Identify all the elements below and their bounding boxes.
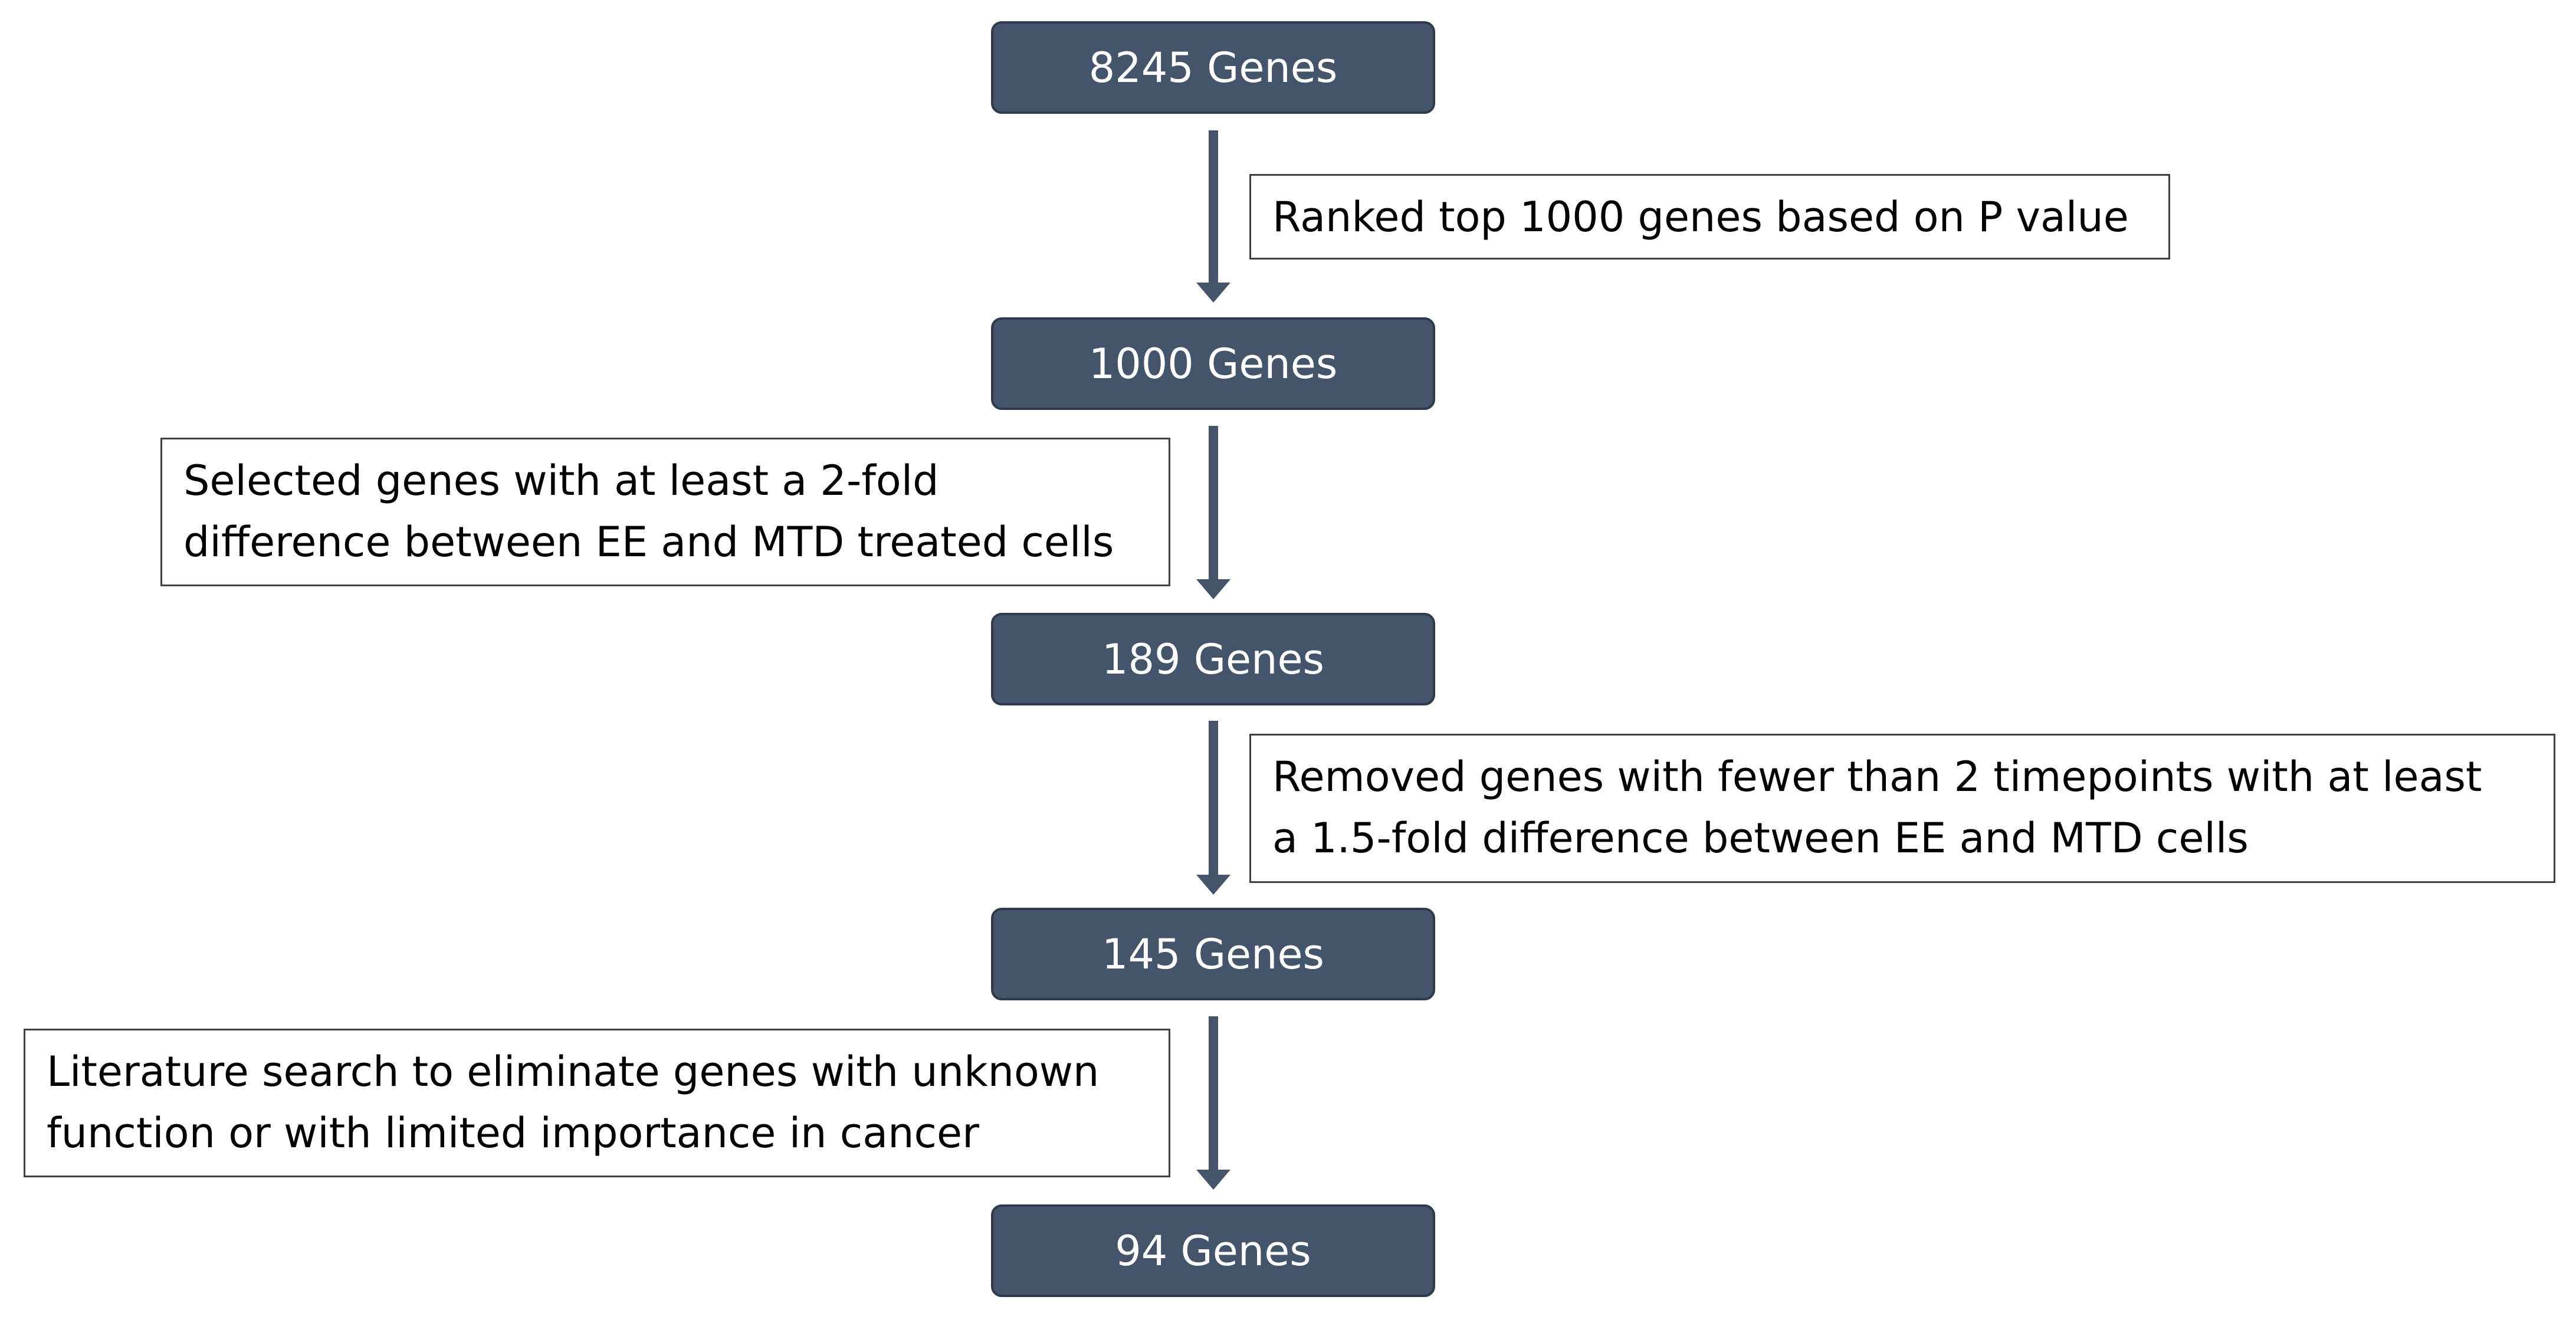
step-label: 145 Genes — [1101, 930, 1325, 979]
step-box-1000-genes: 1000 Genes — [991, 317, 1435, 410]
step-label: 1000 Genes — [1088, 339, 1338, 388]
arrow-shaft-3 — [1209, 721, 1218, 876]
arrow-shaft-1 — [1209, 130, 1218, 284]
note-line: Selected genes with at least a 2-fold — [183, 457, 939, 505]
step-label: 189 Genes — [1101, 635, 1325, 684]
step-box-189-genes: 189 Genes — [991, 613, 1435, 705]
arrow-head-1 — [1196, 283, 1230, 303]
arrow-shaft-4 — [1209, 1016, 1218, 1171]
step-box-145-genes: 145 Genes — [991, 908, 1435, 1000]
arrow-head-2 — [1196, 579, 1230, 599]
step-label: 94 Genes — [1115, 1226, 1311, 1275]
filter-note-2-fold: Selected genes with at least a 2-fold di… — [160, 438, 1170, 586]
arrow-head-3 — [1196, 875, 1230, 895]
filter-note-literature: Literature search to eliminate genes wit… — [24, 1029, 1170, 1177]
note-line: a 1.5-fold difference between EE and MTD… — [1272, 814, 2249, 862]
note-line: Removed genes with fewer than 2 timepoin… — [1272, 753, 2482, 801]
step-box-8245-genes: 8245 Genes — [991, 21, 1435, 114]
filter-note-p-value: Ranked top 1000 genes based on P value — [1249, 174, 2170, 260]
step-label: 8245 Genes — [1088, 43, 1338, 92]
note-line: difference between EE and MTD treated ce… — [183, 518, 1114, 566]
arrow-shaft-2 — [1209, 426, 1218, 580]
step-box-94-genes: 94 Genes — [991, 1204, 1435, 1297]
note-line: Literature search to eliminate genes wit… — [47, 1048, 1100, 1096]
filter-note-timepoints: Removed genes with fewer than 2 timepoin… — [1249, 734, 2555, 883]
arrow-head-4 — [1196, 1170, 1230, 1190]
note-line: function or with limited importance in c… — [47, 1109, 979, 1157]
note-line: Ranked top 1000 genes based on P value — [1272, 193, 2129, 241]
